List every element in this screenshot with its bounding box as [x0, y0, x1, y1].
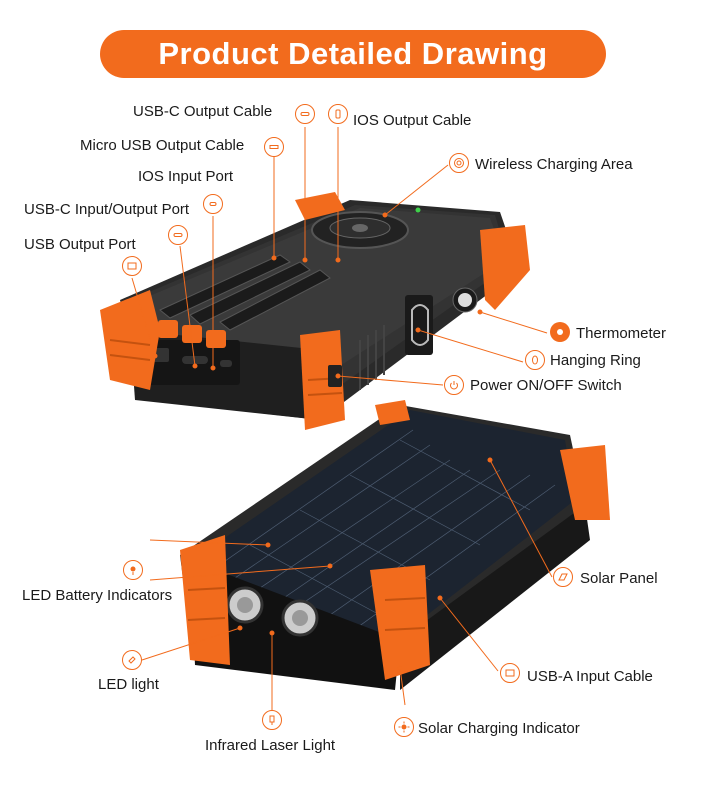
thermometer-label: Thermometer	[576, 325, 667, 342]
ios-input-port-label: IOS Input Port	[138, 168, 234, 185]
ios-output-cable-label: IOS Output Cable	[353, 112, 472, 129]
sun-icon	[394, 717, 414, 737]
usb-c-output-cable-label: USB-C Output Cable	[133, 103, 273, 120]
power-icon	[444, 375, 464, 395]
solar-icon	[553, 567, 573, 587]
ring-icon	[525, 350, 545, 370]
usb-a-port-icon	[122, 256, 142, 276]
micro-usb-output-cable-label: Micro USB Output Cable	[80, 137, 245, 154]
usb-c-input-output-port-label: USB-C Input/Output Port	[24, 201, 190, 218]
thermometer-icon	[550, 322, 570, 342]
lightning-icon	[328, 104, 348, 124]
led-battery-indicators-label: LED Battery Indicators	[22, 587, 173, 604]
ios-port-icon	[203, 194, 223, 214]
infrared-laser-light-label: Infrared Laser Light	[205, 737, 336, 754]
power-switch-label: Power ON/OFF Switch	[470, 377, 622, 394]
wireless-charging-area-label: Wireless Charging Area	[475, 156, 633, 173]
solar-charging-indicator-label: Solar Charging Indicator	[418, 720, 580, 737]
wireless-icon	[449, 153, 469, 173]
led-light-label: LED light	[98, 676, 159, 693]
usb-a-icon	[500, 663, 520, 683]
micro-usb-icon	[264, 137, 284, 157]
hanging-ring-label: Hanging Ring	[550, 352, 641, 369]
usb-a-input-cable-label: USB-A Input Cable	[527, 668, 653, 685]
banner-title: Product Detailed Drawing	[100, 30, 606, 78]
usb-output-port-label: USB Output Port	[24, 236, 136, 253]
led-icon	[123, 560, 143, 580]
laser-icon	[262, 710, 282, 730]
usb-c-port-icon	[168, 225, 188, 245]
solar-panel-label: Solar Panel	[580, 570, 658, 587]
usb-c-icon	[295, 104, 315, 124]
bulb-icon	[122, 650, 142, 670]
